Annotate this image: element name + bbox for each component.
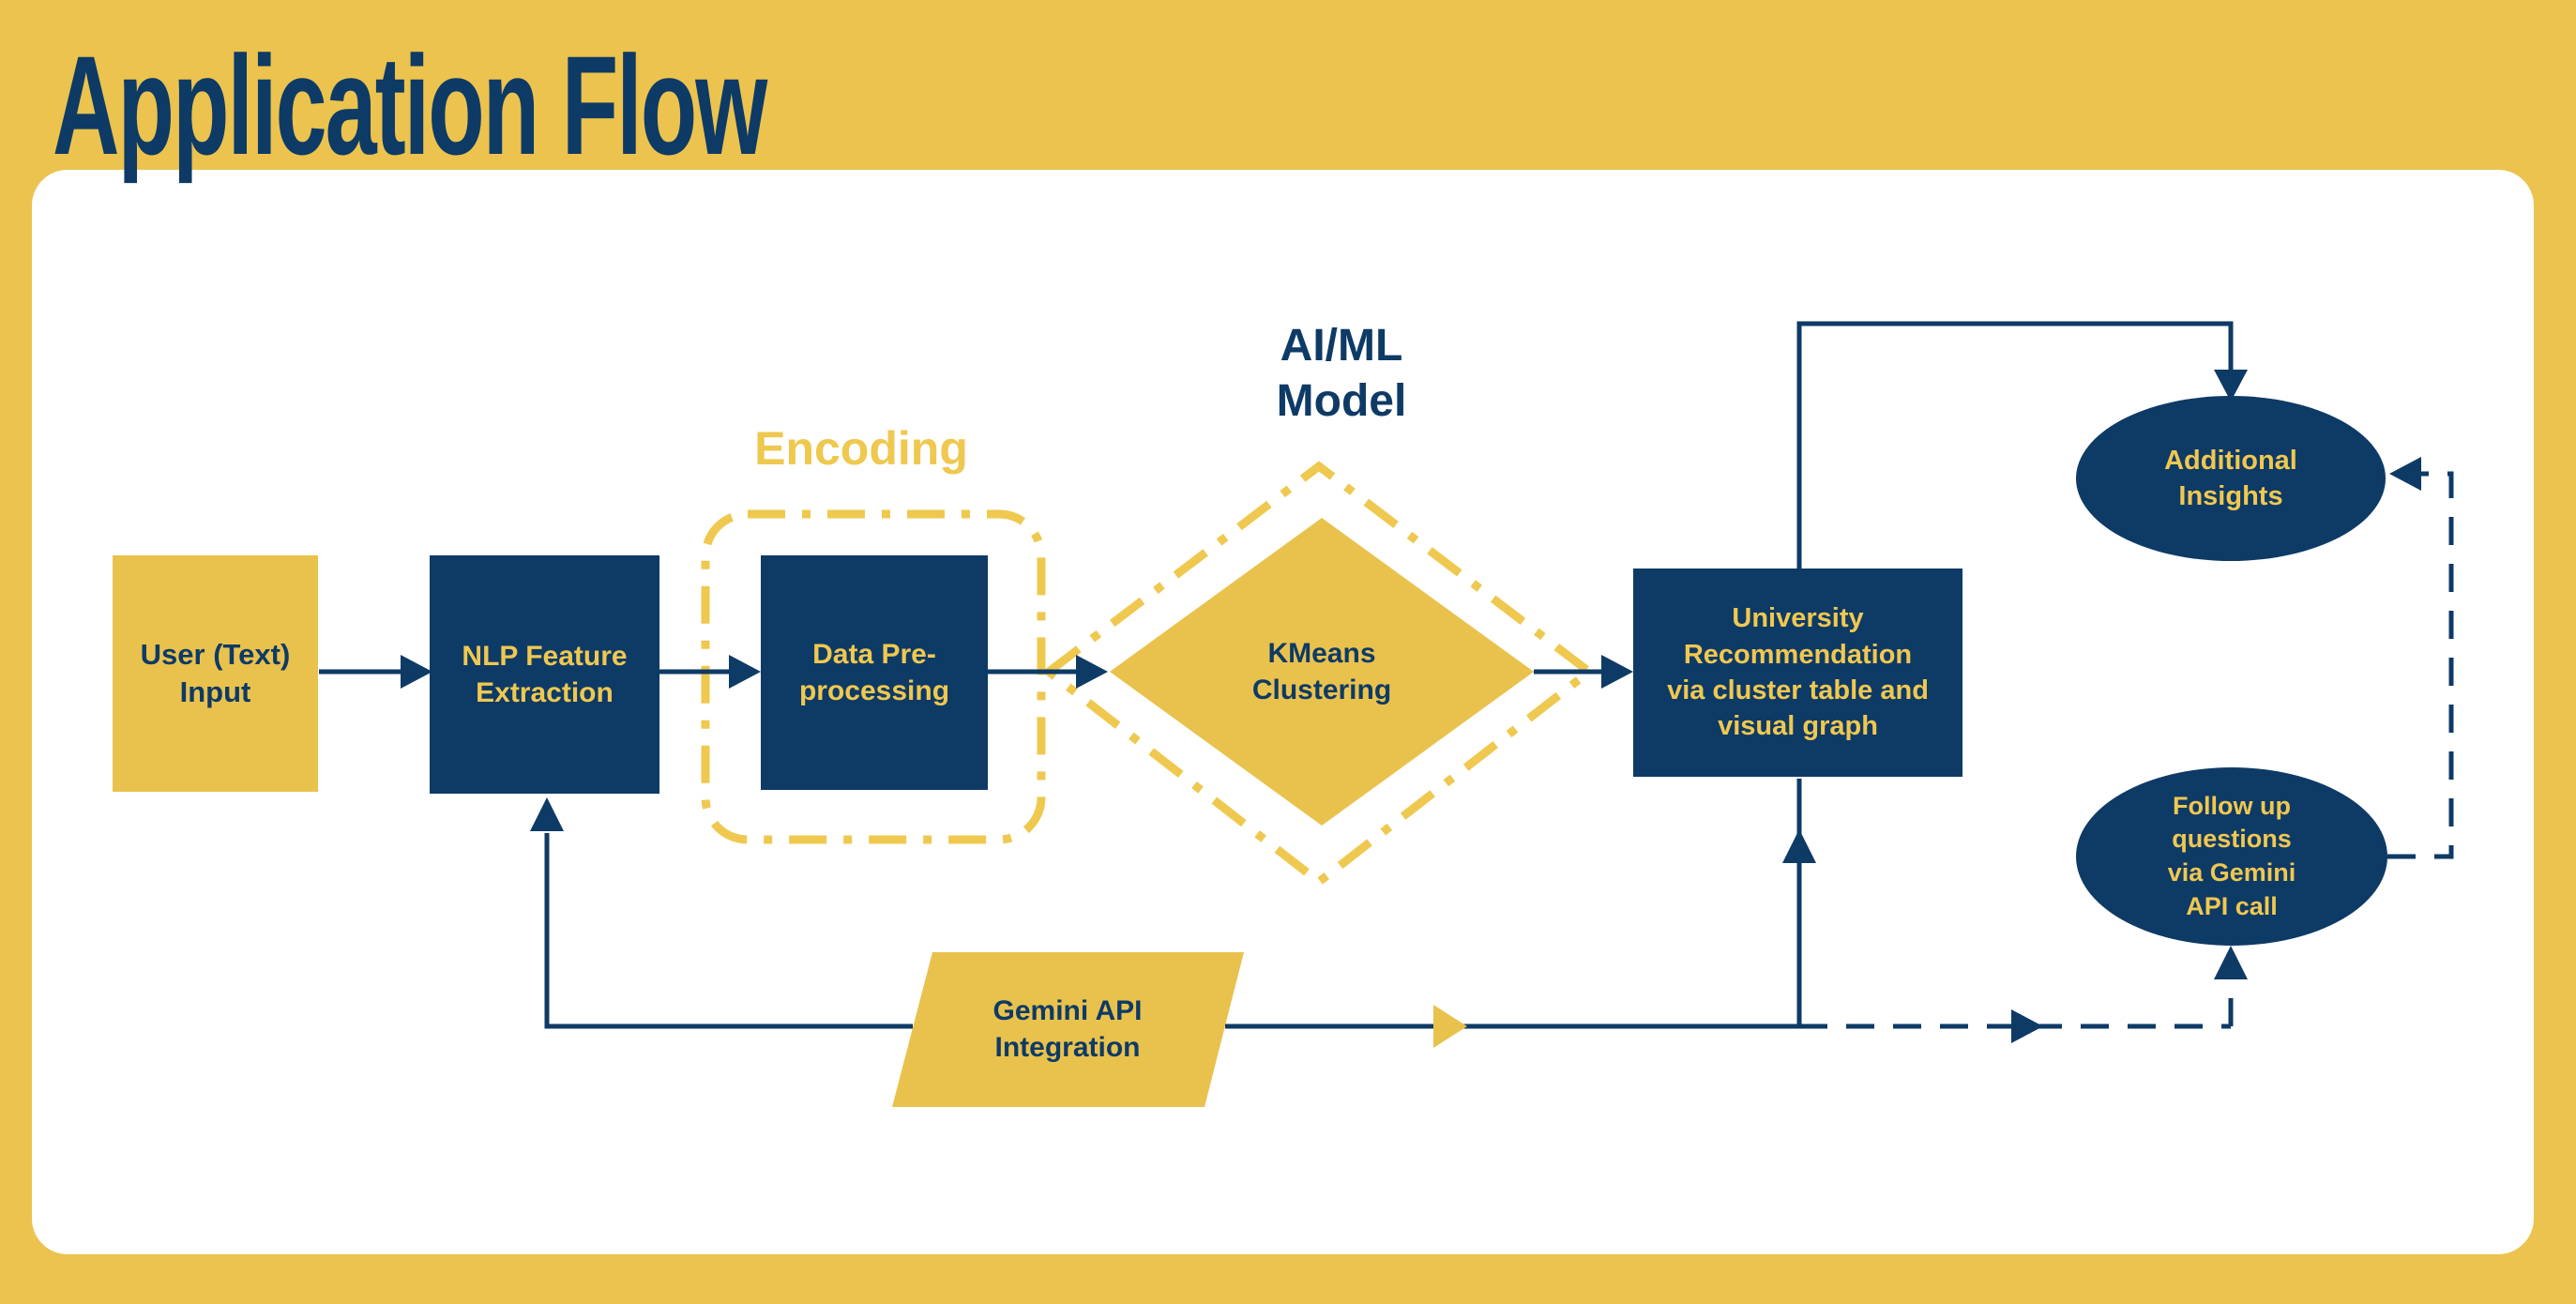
node-user-input: User (Text) Input xyxy=(113,555,318,792)
connector-university-to-additional xyxy=(1796,321,2248,569)
connector-elbow-line xyxy=(1796,321,2234,569)
node-data-preprocessing: Data Pre- processing xyxy=(761,555,988,790)
arrowhead-left-icon xyxy=(2389,457,2421,491)
arrowhead-right-icon xyxy=(729,655,761,689)
node-kmeans-clustering-label: KMeans Clustering xyxy=(1251,638,1392,705)
connector-user-to-nlp xyxy=(319,655,432,689)
node-nlp-feature-extraction: NLP Feature Extraction xyxy=(430,555,659,794)
connector-nlp-to-datapre xyxy=(659,655,761,689)
arrowhead-down-icon xyxy=(2214,370,2248,402)
gemini-parallelogram-shape xyxy=(892,952,1244,1107)
arrowhead-up-icon xyxy=(530,797,564,831)
dashed-elbow-line xyxy=(2387,471,2454,859)
encoding-group-outline xyxy=(701,509,1046,844)
page-title: Application Flow xyxy=(53,26,767,184)
connector-gemini-to-university xyxy=(1225,779,1816,1048)
arrowhead-right-icon xyxy=(401,655,432,689)
connector-gemini-to-nlp xyxy=(530,797,913,1029)
annotation-encoding: Encoding xyxy=(754,422,968,475)
arrowhead-right-icon xyxy=(1076,655,1108,689)
connector-followup-to-additional-dashed xyxy=(2387,457,2454,859)
node-university-recommendation: University Recommendation via cluster ta… xyxy=(1633,569,1962,777)
aiml-group-outline xyxy=(1041,461,1597,887)
kmeans-diamond-shape xyxy=(1110,518,1534,826)
annotation-aiml-model: AI/ML Model xyxy=(1276,321,1407,426)
connector-datapre-to-kmeans xyxy=(988,655,1108,689)
connector-kmeans-to-university xyxy=(1534,655,1633,689)
connector-junction-to-followup-dashed xyxy=(1799,946,2248,1043)
node-gemini-api-label: Gemini API Integration xyxy=(993,995,1143,1063)
gold-arrowhead-right-icon xyxy=(1433,1005,1467,1048)
arrowhead-right-icon xyxy=(2011,1009,2043,1043)
arrowhead-up-icon xyxy=(2214,946,2248,979)
arrowhead-right-icon xyxy=(1601,655,1633,689)
node-additional-insights: Additional Insights xyxy=(2076,396,2386,561)
connector-elbow-line xyxy=(544,833,913,1029)
arrowhead-up-icon xyxy=(1782,829,1816,863)
node-follow-up-questions: Follow up questions via Gemini API call xyxy=(2076,767,2387,946)
